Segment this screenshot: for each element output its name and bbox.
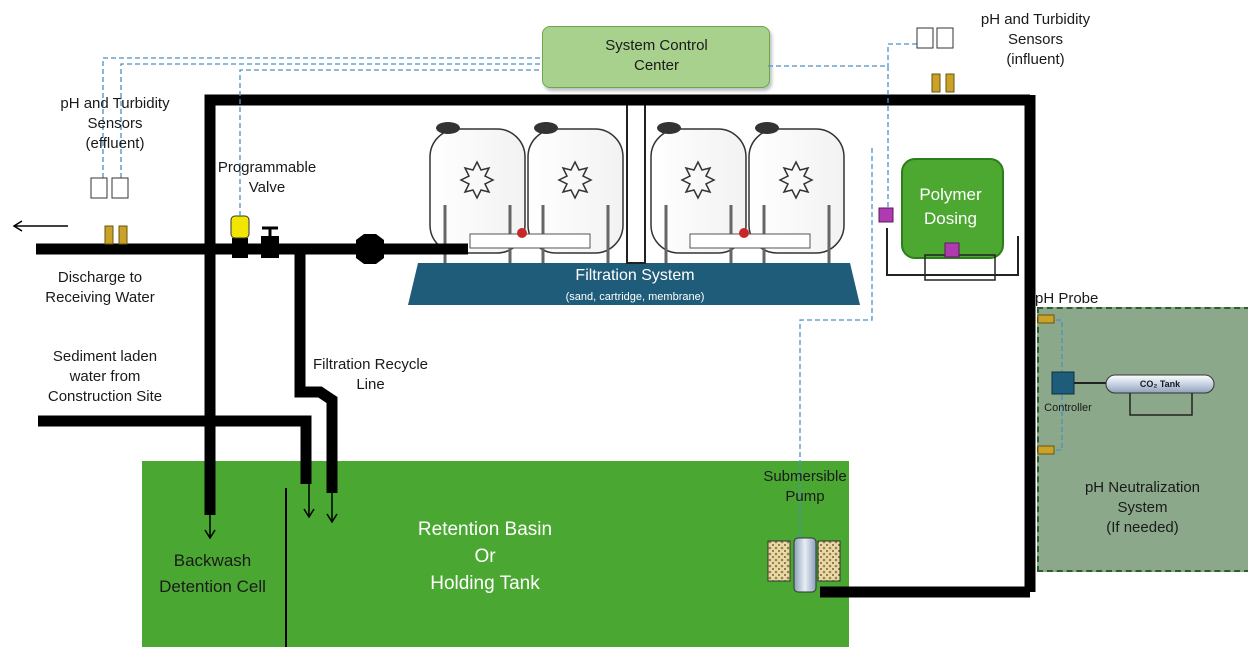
filter-tank-icon [429, 122, 845, 263]
dosing-sensor-icon [878, 207, 894, 223]
polymer-dosing-unit [901, 158, 1004, 259]
ph-probe-icon [1037, 314, 1055, 324]
neutralization-label: pH Neutralization System (If needed) [1084, 479, 1201, 536]
co2-tank-label: CO₂ Tank [1139, 379, 1181, 389]
system-control-center [542, 26, 770, 88]
backwash-label: Backwash Detention Cell [159, 551, 266, 596]
retention-basin [142, 461, 849, 647]
ph-neutralization-system [1037, 307, 1248, 572]
submersible-pump-icon [767, 537, 841, 593]
retention-basin-label: Retention Basin Or Holding Tank [417, 519, 553, 594]
dosing-injector-icon [944, 242, 960, 258]
recycle-line-label: Filtration Recycle Line [312, 356, 429, 393]
polymer-label: Polymer Dosing [919, 185, 982, 228]
filtration-title: Filtration System [575, 267, 695, 284]
sensor-icon [916, 27, 955, 93]
programmable-valve-icon [230, 215, 250, 258]
filtration-base [408, 263, 860, 305]
sensors-effluent-label: pH and Turbidity Sensors (effluent) [60, 95, 170, 152]
submersible-pump-label: Submersible Pump [763, 468, 847, 505]
programmable-valve-label: Programmable Valve [217, 159, 317, 196]
control-center-label: System Control Center [605, 37, 708, 74]
co2-tank-icon [1105, 374, 1215, 394]
controller-icon [1051, 371, 1075, 395]
ph-probe-label: pH Probe [1035, 290, 1099, 307]
sensor-icon [90, 177, 129, 245]
filtration-subtitle: (sand, cartridge, membrane) [565, 291, 705, 303]
controller-label: Controller [1044, 402, 1092, 414]
valve-icon [261, 226, 279, 258]
discharge-label: Discharge to Receiving Water [45, 269, 155, 306]
sediment-label: Sediment laden water from Construction S… [47, 348, 163, 405]
ph-probe-icon [1037, 445, 1055, 455]
check-valve [356, 234, 384, 264]
sensors-influent-label: pH and Turbidity Sensors (influent) [980, 11, 1091, 68]
